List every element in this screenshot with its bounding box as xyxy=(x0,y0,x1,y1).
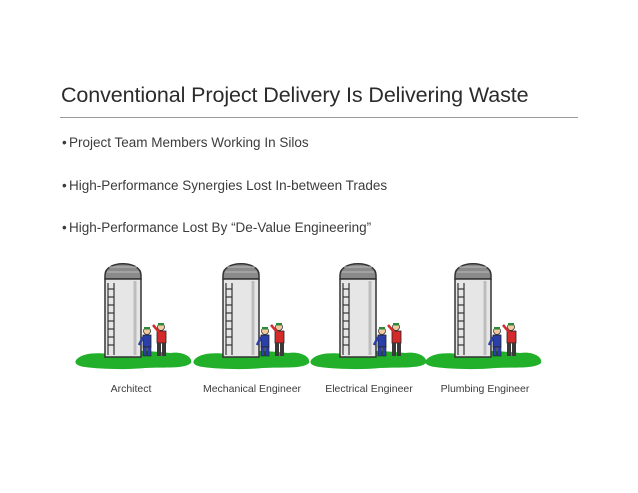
worker-blue xyxy=(137,327,152,357)
title-divider xyxy=(60,117,578,118)
bullet-text: High-Performance Lost By “De-Value Engin… xyxy=(69,220,372,235)
bullet-marker: • xyxy=(62,178,67,193)
worker-red xyxy=(270,323,285,356)
silo-dome xyxy=(339,263,377,280)
worker-red xyxy=(502,323,517,356)
silo-dome xyxy=(104,263,142,280)
bullet-marker: • xyxy=(62,135,67,150)
slide-title: Conventional Project Delivery Is Deliver… xyxy=(61,83,529,107)
bullet-item: •High-Performance Synergies Lost In-betw… xyxy=(62,178,387,193)
bullet-text: High-Performance Synergies Lost In-betwe… xyxy=(69,178,388,193)
bullet-marker: • xyxy=(62,220,67,235)
worker-red xyxy=(152,323,167,356)
silo-caption: Mechanical Engineer xyxy=(202,383,302,395)
silo-illustration-architect xyxy=(75,255,195,380)
worker-red xyxy=(387,323,402,356)
silo-illustration-mechanical xyxy=(193,255,313,380)
bullet-text: Project Team Members Working In Silos xyxy=(69,135,309,150)
silo-ladder xyxy=(225,283,233,355)
silo-illustration-electrical xyxy=(310,255,430,380)
silo-ladder xyxy=(457,283,465,355)
silo-dome xyxy=(222,263,260,280)
silo-caption: Architect xyxy=(110,383,152,395)
bullet-item: •High-Performance Lost By “De-Value Engi… xyxy=(62,220,371,235)
worker-blue xyxy=(487,327,502,357)
silo-caption: Plumbing Engineer xyxy=(440,383,530,395)
silo-caption: Electrical Engineer xyxy=(325,383,413,395)
silo-dome xyxy=(454,263,492,280)
silo-illustration-plumbing xyxy=(425,255,545,380)
silo-ladder xyxy=(342,283,350,355)
worker-blue xyxy=(372,327,387,357)
silo-ladder xyxy=(107,283,115,355)
worker-blue xyxy=(255,327,270,357)
bullet-item: •Project Team Members Working In Silos xyxy=(62,135,309,150)
